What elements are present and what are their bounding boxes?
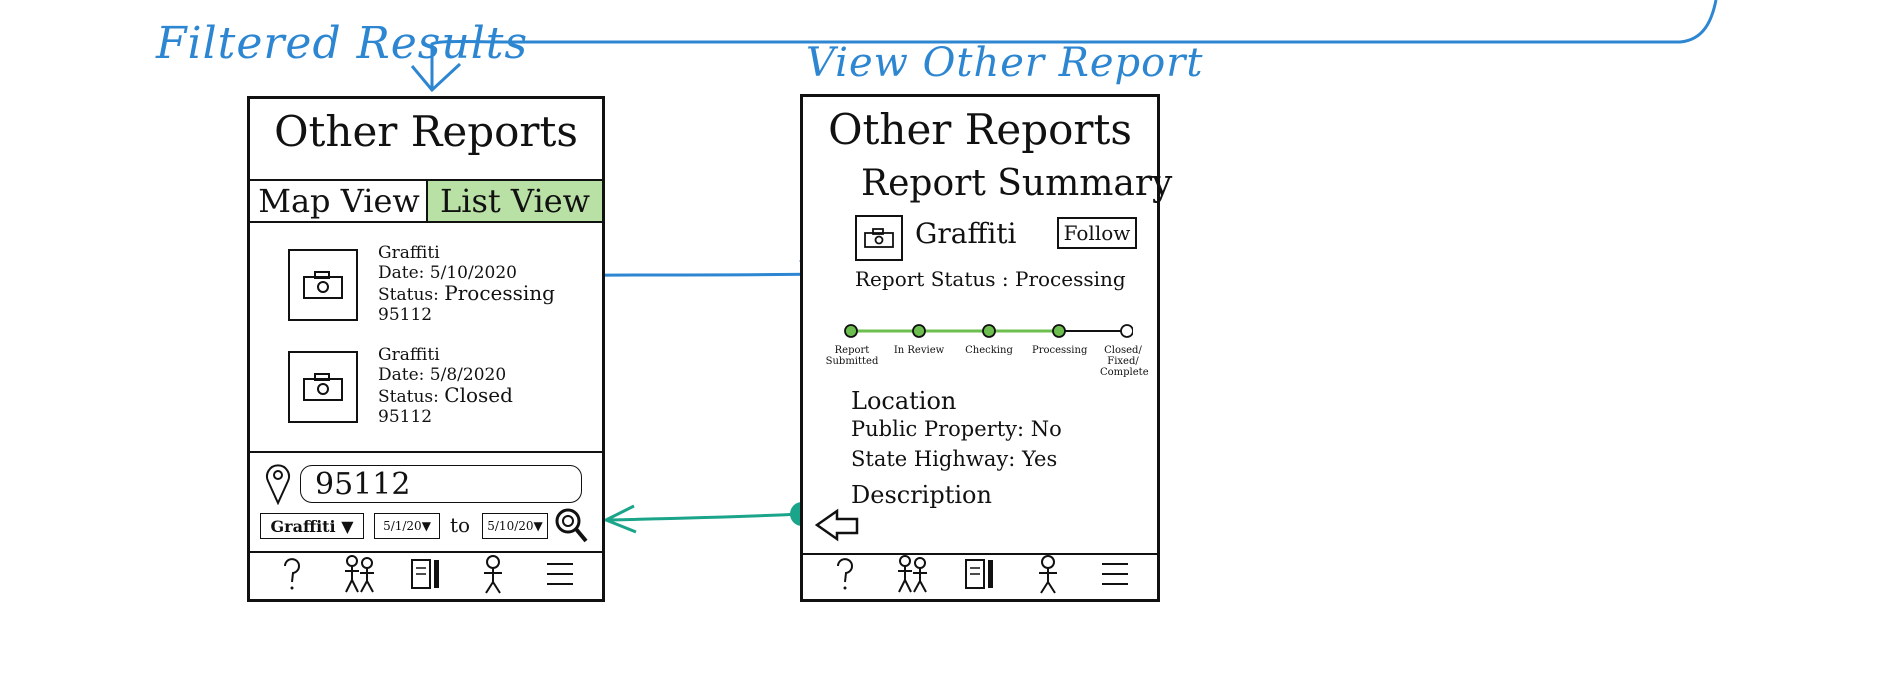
view-other-report-annotation: View Other Report xyxy=(806,40,1204,86)
chevron-down-icon: ▼ xyxy=(421,519,431,533)
profile-icon[interactable] xyxy=(473,552,513,596)
report-date: Date: 5/10/2020 xyxy=(378,263,517,283)
date-from-value: 5/1/20 xyxy=(383,519,422,533)
state-highway-line: State Highway: Yes xyxy=(851,447,1058,471)
incoming-flow-arrow xyxy=(430,0,1718,88)
step-label: Checking xyxy=(965,345,1013,356)
step-label: Processing xyxy=(1032,345,1088,356)
back-arrowhead xyxy=(602,504,637,534)
location-search-input[interactable]: 95112 xyxy=(300,465,582,503)
detail-screen-title: Other Reports xyxy=(828,105,1132,154)
step-in-review-dot xyxy=(912,324,926,338)
report-summary-heading: Report Summary xyxy=(861,163,1173,204)
photo-thumbnail xyxy=(288,351,358,423)
date-range-to: to xyxy=(450,513,471,537)
step-label: In Review xyxy=(893,345,945,356)
back-arrow-icon[interactable] xyxy=(811,507,861,543)
question-icon[interactable] xyxy=(825,552,865,596)
location-heading: Location xyxy=(851,387,957,415)
back-flow-arrow xyxy=(607,512,803,522)
step-report-submitted-dot xyxy=(844,324,858,338)
date-to-dropdown[interactable]: 5/10/20▼ xyxy=(482,513,548,539)
tab-list-view[interactable]: List View xyxy=(426,181,602,221)
date-from-dropdown[interactable]: 5/1/20▼ xyxy=(374,513,440,539)
incoming-arrowhead xyxy=(410,62,462,93)
chevron-down-icon: ▼ xyxy=(533,519,543,533)
camera-icon xyxy=(303,271,343,299)
status-value: Closed xyxy=(444,383,513,407)
filtered-results-annotation: Filtered Results xyxy=(156,18,529,69)
bottom-nav xyxy=(250,549,602,599)
follow-button[interactable]: Follow xyxy=(1057,217,1137,249)
step-label: Closed/ Fixed/ Complete xyxy=(1100,345,1149,378)
menu-icon[interactable] xyxy=(540,552,580,596)
step-closed-dot xyxy=(1120,324,1133,338)
list-screen-phone: Other Reports Map View List View Graffit… xyxy=(247,96,605,602)
community-icon[interactable] xyxy=(339,552,379,596)
category-value: Graffiti xyxy=(270,516,336,536)
reports-icon[interactable] xyxy=(406,552,446,596)
community-icon[interactable] xyxy=(892,552,932,596)
list-item[interactable]: Graffiti Date: 5/8/2020 Status: Closed 9… xyxy=(288,345,618,431)
question-icon[interactable] xyxy=(272,552,312,596)
date-to-value: 5/10/20 xyxy=(487,519,534,533)
photo-thumbnail xyxy=(855,215,903,261)
report-type: Graffiti xyxy=(378,243,440,263)
step-checking-dot xyxy=(982,324,996,338)
status-label: Status: xyxy=(378,387,439,407)
camera-icon xyxy=(864,228,894,248)
public-property-line: Public Property: No xyxy=(851,417,1062,441)
status-label: Status: xyxy=(378,285,439,305)
camera-icon xyxy=(303,373,343,401)
report-type: Graffiti xyxy=(378,345,440,365)
photo-thumbnail xyxy=(288,249,358,321)
search-icon[interactable] xyxy=(554,507,588,545)
detail-report-type: Graffiti xyxy=(915,217,1017,250)
reports-icon[interactable] xyxy=(960,552,1000,596)
chevron-down-icon: ▼ xyxy=(341,516,354,536)
list-item[interactable]: Graffiti Date: 5/10/2020 Status: Process… xyxy=(288,243,618,329)
profile-icon[interactable] xyxy=(1028,552,1068,596)
status-value: Processing xyxy=(444,281,555,305)
list-screen-title: Other Reports xyxy=(274,107,578,156)
menu-icon[interactable] xyxy=(1095,552,1135,596)
report-status-line: Report Status : Processing xyxy=(855,267,1126,291)
report-zip: 95112 xyxy=(378,305,433,325)
category-dropdown[interactable]: Graffiti ▼ xyxy=(260,513,364,539)
bottom-nav xyxy=(803,549,1157,599)
progress-tracker xyxy=(844,324,1133,338)
report-zip: 95112 xyxy=(378,407,433,427)
description-heading: Description xyxy=(851,481,992,509)
location-pin-icon xyxy=(266,464,290,505)
step-processing-dot xyxy=(1052,324,1066,338)
detail-screen-phone: Other Reports Report Summary Graffiti Fo… xyxy=(800,94,1172,602)
report-date: Date: 5/8/2020 xyxy=(378,365,507,385)
step-label: Report Submitted xyxy=(825,345,879,367)
tab-map-view[interactable]: Map View xyxy=(258,182,420,220)
